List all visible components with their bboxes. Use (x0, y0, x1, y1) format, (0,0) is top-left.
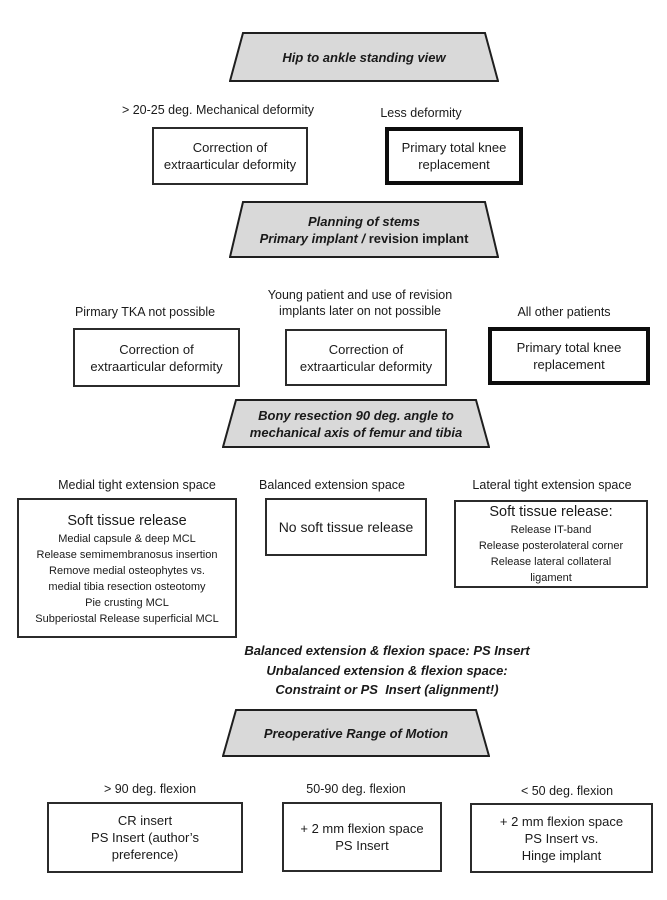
box-flexion-space-ps-insert: + 2 mm flexion space PS Insert (282, 802, 442, 872)
label-lt-50-deg-flexion: < 50 deg. flexion (520, 784, 614, 798)
label-all-other-patients: All other patients (517, 305, 611, 319)
stage-bony-resection: Bony resection 90 deg. angle to mechanic… (222, 399, 490, 448)
stage-title: Hip to ankle standing view (282, 49, 446, 65)
trapezoid-shape (229, 201, 499, 258)
box-correction-extraarticular-2: Correction of extraarticular deformity (73, 328, 240, 387)
stage-title: Preoperative Range of Motion (263, 725, 449, 741)
stage-title-line2: Primary implant / revision implant (259, 230, 469, 246)
box-correction-extraarticular-3: Correction of extraarticular deformity (285, 329, 447, 386)
label-gt-90-deg-flexion: > 90 deg. flexion (103, 782, 197, 796)
trapezoid-shape (229, 32, 499, 82)
label-medial-tight-extension-space: Medial tight extension space (58, 478, 216, 492)
box-correction-extraarticular-1: Correction of extraarticular deformity (152, 127, 308, 185)
box-primary-total-knee-replacement-1: Primary total knee replacement (385, 127, 523, 185)
box-cr-insert-ps-insert: CR insert PS Insert (author’s preference… (47, 802, 243, 873)
stage-title-line1: Planning of stems (308, 213, 420, 229)
stage-preoperative-range-of-motion: Preoperative Range of Motion (222, 709, 490, 757)
box-no-soft-tissue-release: No soft tissue release (265, 498, 427, 556)
box-body: Release IT-band Release posterolateral c… (478, 523, 624, 584)
label-less-deformity: Less deformity (380, 106, 462, 120)
box-heading: Soft tissue release (67, 513, 187, 529)
label-50-90-deg-flexion: 50-90 deg. flexion (306, 782, 406, 796)
stage-planning-of-stems: Planning of stems Primary implant / revi… (229, 201, 499, 258)
stage-title: Bony resection 90 deg. angle to mechanic… (249, 407, 463, 440)
box-heading: Soft tissue release: (489, 503, 613, 520)
label-lateral-tight-extension-space: Lateral tight extension space (472, 478, 632, 492)
label-primary-tka-not-possible: Pirmary TKA not possible (74, 305, 216, 319)
stage-hip-to-ankle-standing-view: Hip to ankle standing view (229, 32, 499, 82)
box-body: Medial capsule & deep MCL Release semime… (35, 533, 219, 625)
box-primary-total-knee-replacement-2: Primary total knee replacement (488, 327, 650, 385)
label-mechanical-deformity: > 20-25 deg. Mechanical deformity (121, 103, 315, 117)
box-ps-insert-vs-hinge-implant: + 2 mm flexion space PS Insert vs. Hinge… (470, 803, 653, 873)
box-soft-tissue-release-lateral: Soft tissue release: Release IT-band Rel… (454, 500, 648, 588)
trapezoid-shape (222, 709, 490, 757)
stage-title: Planning of stems Primary implant / revi… (229, 201, 499, 258)
label-balanced-extension-space: Balanced extension space (259, 478, 405, 492)
trapezoid-shape (222, 399, 490, 448)
label-young-patient-revision: Young patient and use of revision implan… (267, 288, 453, 318)
box-soft-tissue-release-medial: Soft tissue release Medial capsule & dee… (17, 498, 237, 638)
note-insert-selection: Balanced extension & flexion space: PS I… (244, 643, 530, 697)
